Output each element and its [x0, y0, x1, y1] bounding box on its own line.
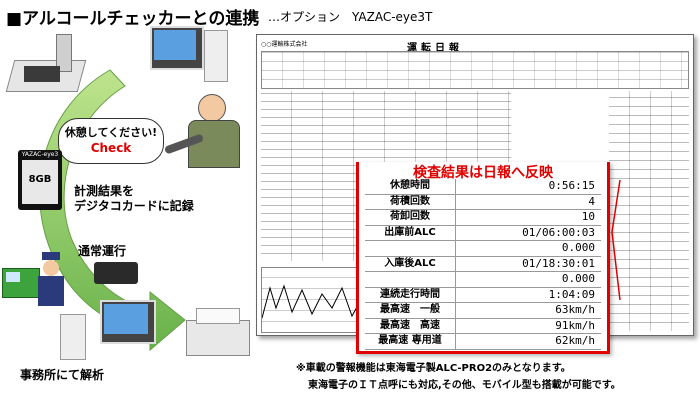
office-analysis-label: 事務所にて解析 — [20, 368, 105, 382]
rest-message: 休憩してください! — [64, 126, 158, 139]
row-value: 0:56:15 — [548, 179, 595, 192]
report-right-columns — [609, 91, 689, 331]
table-row: 出庫前ALC 01/06:00:03 — [365, 225, 601, 241]
alc-result-table: 休憩時間 0:56:15 荷積回数 4 荷卸回数 10 出庫前ALC 01/06:00:… — [365, 179, 601, 350]
zoom-panel-title: 検査結果は日報へ反映 — [359, 162, 607, 182]
footnote-line1: ※車載の警報機能は東海電子製ALC-PRO2のみとなります。 — [296, 363, 571, 374]
desktop-pc-icon — [150, 26, 230, 88]
row-label: 連続走行時間 — [365, 287, 456, 302]
row-label — [365, 241, 456, 256]
row-value: 91km/h — [555, 318, 595, 332]
table-row: 最高速 高速 91km/h — [365, 318, 601, 334]
table-row: 入庫後ALC 01/18:30:01 — [365, 256, 601, 272]
table-row: 最高速 専用道 62km/h — [365, 334, 601, 350]
record-label-line1: 計測結果を — [74, 184, 135, 198]
report-header-grid — [261, 51, 689, 89]
sd-card-brand: YAZAC-eye3 — [21, 151, 59, 158]
row-value: 01/06:00:03 — [522, 225, 595, 239]
table-row: 休憩時間 0:56:15 — [365, 179, 601, 195]
row-value: 0.000 — [561, 272, 595, 285]
table-row: 荷積回数 4 — [365, 194, 601, 210]
table-row: 連続走行時間 1:04:09 — [365, 287, 601, 303]
truck-icon — [2, 262, 42, 302]
sd-card-icon: YAZAC-eye3 8GB — [18, 150, 62, 210]
report-speed-graph — [261, 267, 363, 333]
row-label: 入庫後ALC — [365, 256, 456, 271]
record-label-line2: デジタコカードに記録 — [74, 199, 194, 213]
row-value: 4 — [588, 194, 595, 208]
row-value: 63km/h — [555, 303, 595, 316]
table-row: 0.000 — [365, 272, 601, 288]
row-value: 0.000 — [561, 241, 595, 254]
row-value: 10 — [581, 210, 595, 223]
check-label: Check — [90, 141, 132, 155]
alcohol-checker-device — [5, 34, 110, 94]
normal-operation-label: 通常運行 — [78, 244, 127, 258]
table-row: 荷卸回数 10 — [365, 210, 601, 226]
row-label: 最高速 高速 — [365, 318, 456, 333]
report-company: ○○運輸株式会社 — [261, 41, 308, 48]
office-pc-icon — [60, 300, 170, 364]
row-label: 最高速 一般 — [365, 303, 456, 318]
report-title: 運転日報 — [407, 43, 463, 54]
officer-icon — [34, 252, 68, 308]
row-label — [365, 272, 456, 287]
record-label: 計測結果を デジタコカードに記録 — [74, 184, 194, 214]
footnote-line2: 東海電子のＩＴ点呼にも対応,その他、モバイル型も搭載が可能です。 — [308, 380, 621, 391]
row-value: 01/18:30:01 — [522, 256, 595, 270]
sd-card-capacity: 8GB — [28, 174, 52, 185]
row-label: 休憩時間 — [365, 179, 456, 194]
row-value: 62km/h — [555, 334, 595, 347]
row-label: 荷卸回数 — [365, 210, 456, 225]
table-row: 0.000 — [365, 241, 601, 257]
row-label: 出庫前ALC — [365, 225, 456, 240]
row-label: 荷積回数 — [365, 194, 456, 209]
speed-graph-line — [261, 284, 363, 319]
speech-bubble: 休憩してください! Check — [58, 118, 164, 164]
digital-tachograph-icon — [94, 262, 138, 284]
option-subtitle: …オプション YAZAC-eye3T — [268, 10, 433, 24]
printer-icon — [186, 308, 250, 358]
table-row: 最高速 一般 63km/h — [365, 303, 601, 319]
row-label: 最高速 専用道 — [365, 334, 456, 349]
page-title: ■アルコールチェッカーとの連携 — [6, 9, 260, 29]
footnote: ※車載の警報機能は東海電子製ALC-PRO2のみとなります。 東海電子のＩＴ点呼… — [296, 360, 621, 394]
row-value: 1:04:09 — [548, 287, 595, 301]
alc-result-zoom-panel: 検査結果は日報へ反映 休憩時間 0:56:15 荷積回数 4 荷卸回数 10 出庫前A… — [356, 162, 610, 354]
driver-illustration — [163, 86, 248, 174]
